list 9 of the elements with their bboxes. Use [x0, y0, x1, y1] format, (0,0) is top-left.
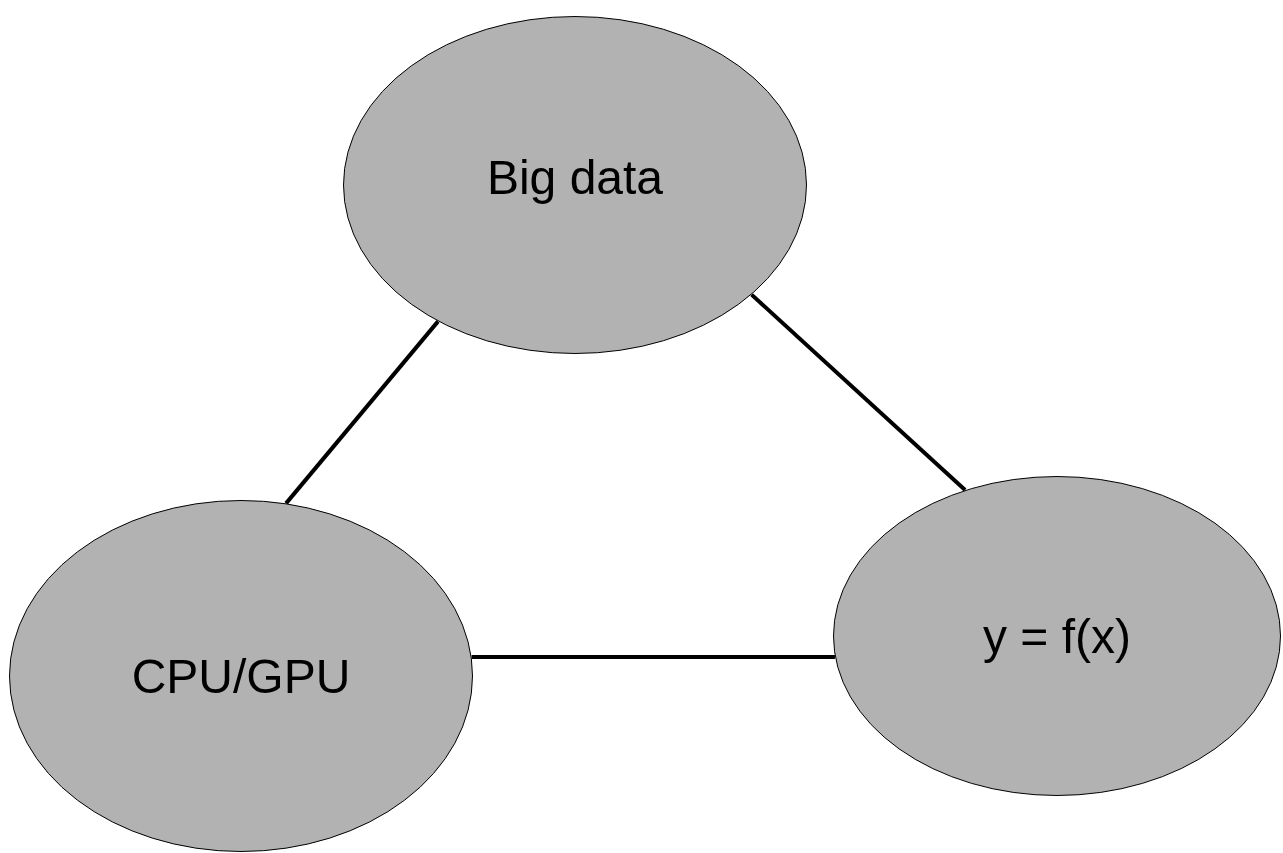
- node-label: CPU/GPU: [131, 648, 351, 704]
- connector-line: [471, 655, 835, 659]
- node-label: y = f(x): [983, 608, 1131, 664]
- node-label: Big data: [486, 149, 664, 205]
- ellipse-node: [343, 16, 807, 354]
- ellipse-node: [9, 500, 473, 852]
- connector-line: [750, 293, 967, 492]
- connector-line: [284, 320, 440, 505]
- ellipse-node: [833, 476, 1281, 796]
